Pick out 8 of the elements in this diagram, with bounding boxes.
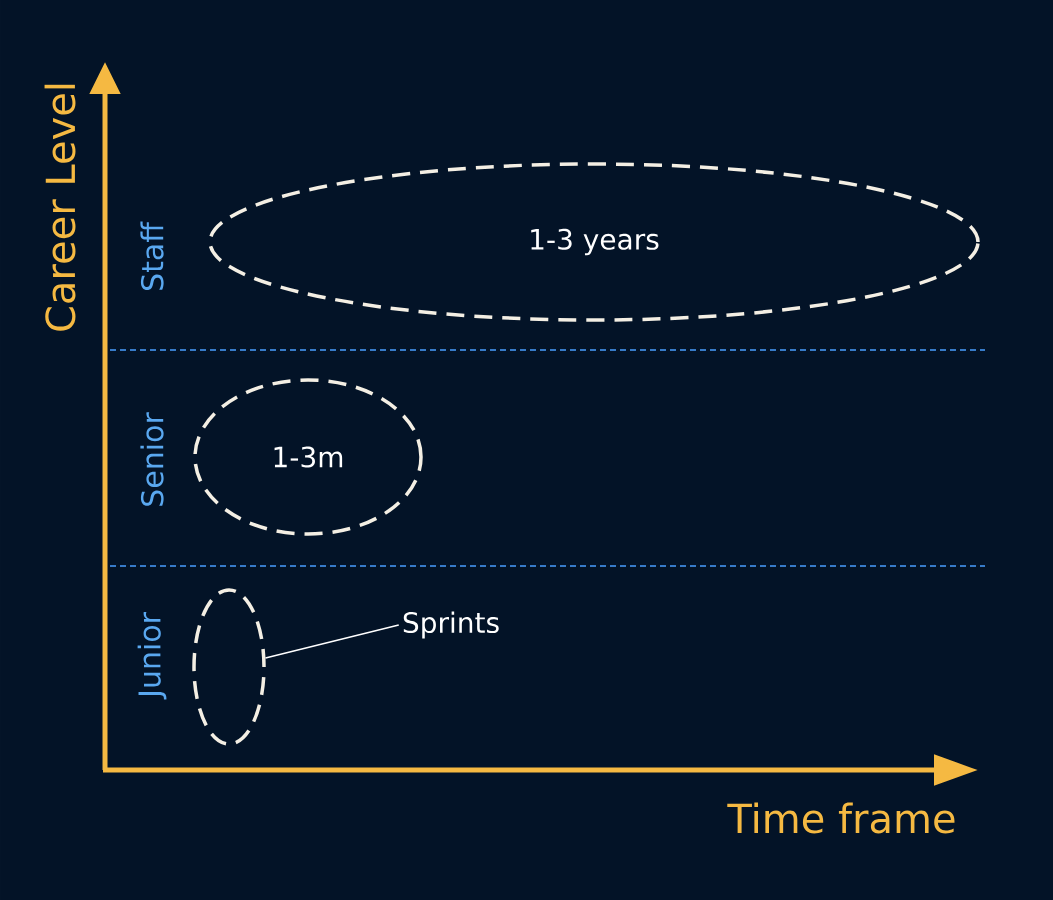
level-label: Senior bbox=[140, 412, 164, 506]
axis-title: Career Level bbox=[44, 84, 76, 331]
leader-line bbox=[264, 624, 400, 659]
axis-title: Time frame bbox=[727, 802, 955, 834]
level-label: Staff bbox=[140, 221, 164, 290]
callout-text: Sprints bbox=[403, 611, 499, 639]
dashed-ellipse bbox=[192, 588, 266, 746]
level-label: Junior bbox=[137, 612, 167, 700]
